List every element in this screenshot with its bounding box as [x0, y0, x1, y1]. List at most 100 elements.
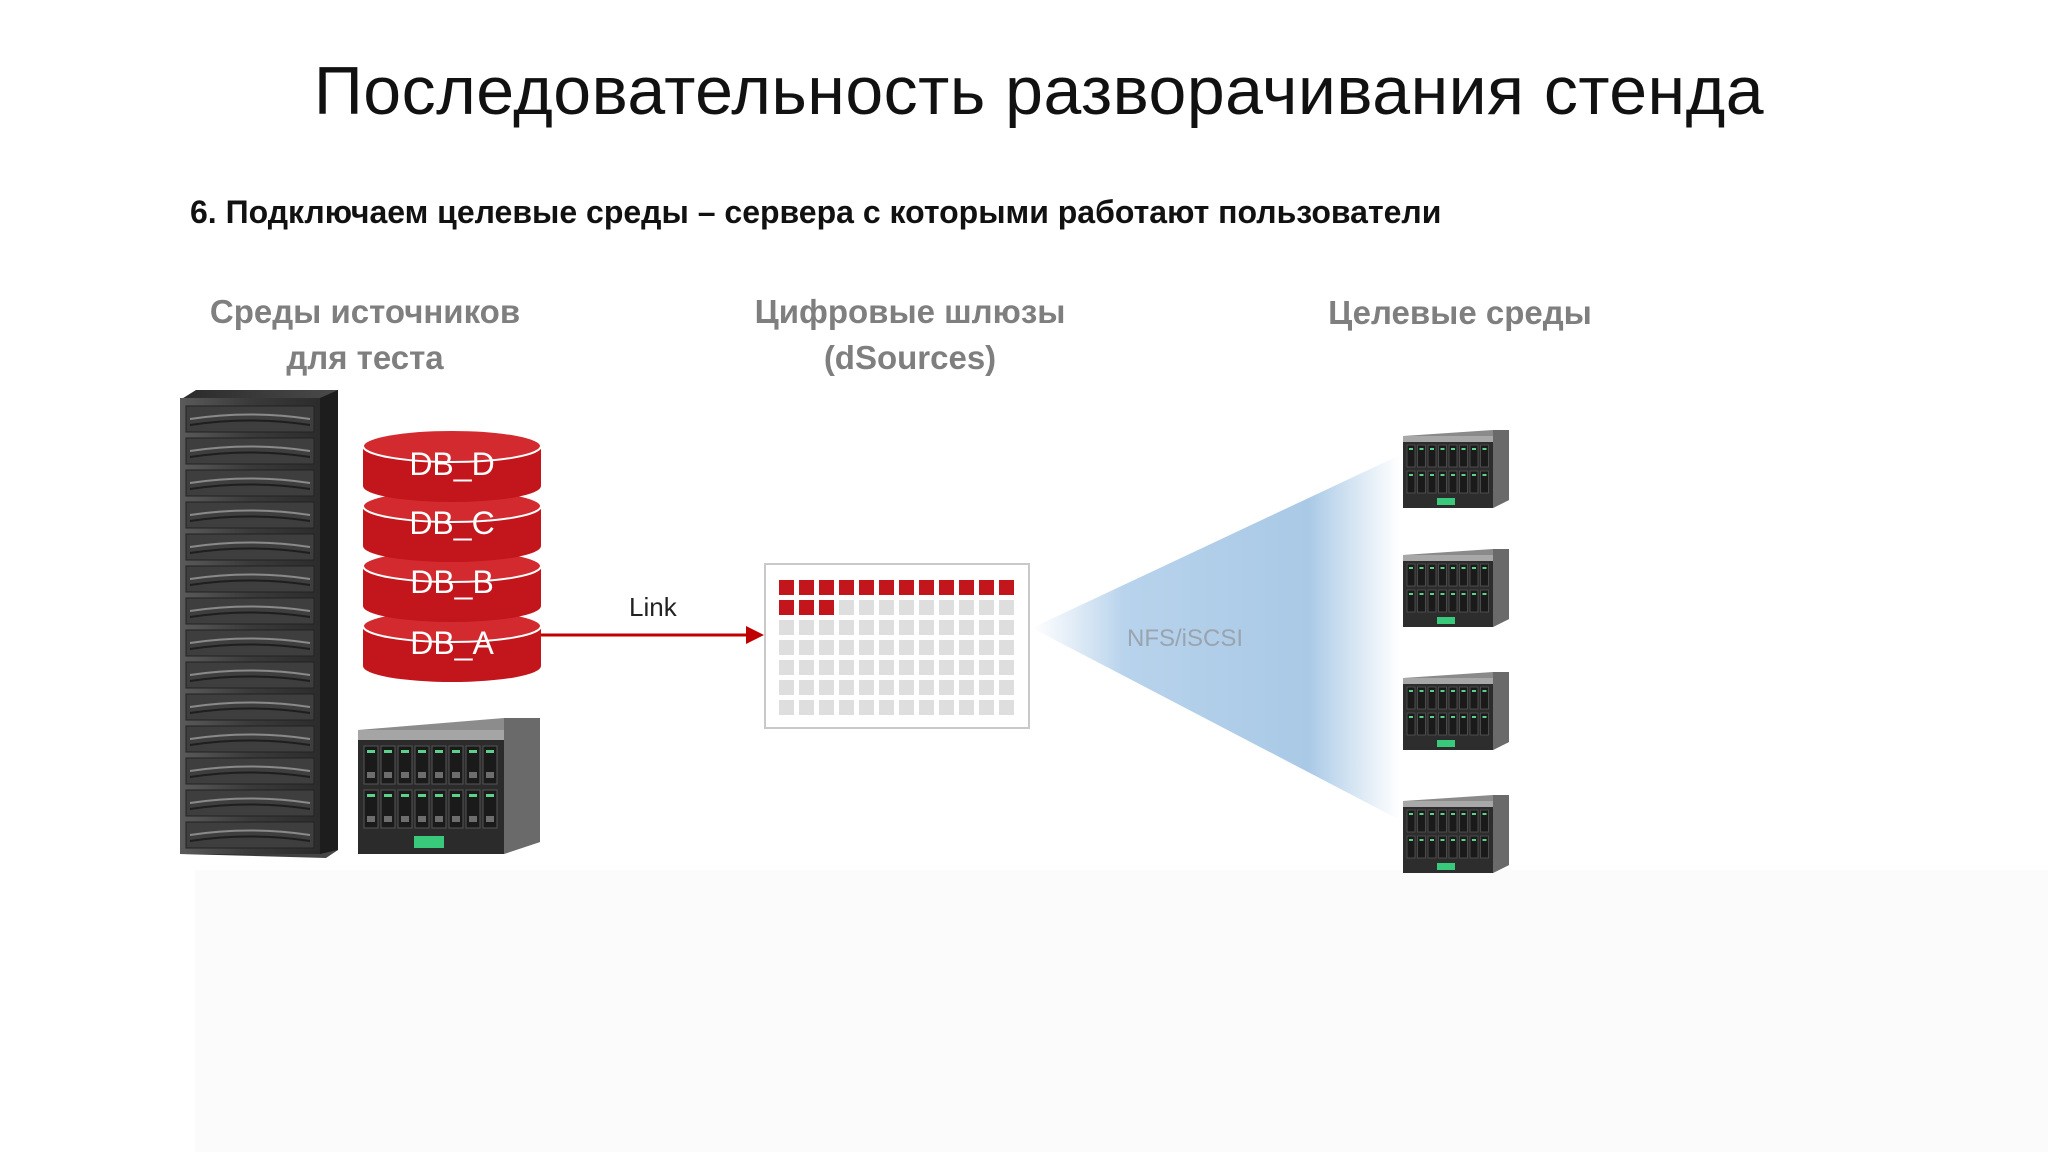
dsource-cell	[839, 660, 854, 675]
dsource-cell	[799, 600, 814, 615]
rack-units	[185, 405, 315, 849]
dsource-cell	[839, 600, 854, 615]
dsource-gateway	[764, 563, 1030, 729]
dsource-cell	[819, 680, 834, 695]
dsource-cell	[819, 620, 834, 635]
dsource-cell	[879, 680, 894, 695]
dsource-cell	[979, 600, 994, 615]
dsource-cell	[999, 680, 1014, 695]
dsource-cell	[859, 640, 874, 655]
dsource-cell	[819, 600, 834, 615]
dsource-cell	[859, 600, 874, 615]
dsource-cell	[999, 640, 1014, 655]
sources-heading-line2: для теста	[286, 339, 444, 376]
dsource-cell	[919, 700, 934, 715]
dsource-cell	[939, 600, 954, 615]
dsource-cell	[999, 660, 1014, 675]
dsource-cell	[859, 700, 874, 715]
target-server-icon	[1403, 672, 1509, 750]
dsource-cell	[779, 640, 794, 655]
dsource-cell	[879, 660, 894, 675]
dsource-cell	[919, 660, 934, 675]
dsource-cell	[899, 700, 914, 715]
dsource-cell	[819, 580, 834, 595]
slide-subtitle: 6. Подключаем целевые среды – сервера с …	[190, 194, 1442, 230]
dsource-cell	[879, 580, 894, 595]
dsource-cell	[979, 660, 994, 675]
dsource-cell	[799, 660, 814, 675]
sources-heading-line1: Среды источников	[209, 293, 521, 330]
dsource-cell	[959, 640, 974, 655]
dsource-cell	[919, 600, 934, 615]
dsource-cell	[959, 660, 974, 675]
link-label: Link	[629, 592, 677, 622]
dsource-cell	[939, 620, 954, 635]
dsource-cell	[959, 580, 974, 595]
dsource-cell	[799, 580, 814, 595]
dsource-cell	[819, 640, 834, 655]
target-server-icon	[1403, 795, 1509, 873]
dsource-cell	[939, 660, 954, 675]
dsource-cell	[839, 620, 854, 635]
dsource-cell	[939, 700, 954, 715]
dsource-cell	[859, 620, 874, 635]
dsource-cell	[899, 640, 914, 655]
dsource-cell	[819, 700, 834, 715]
gateways-heading: Цифровые шлюзы (dSources)	[735, 289, 1085, 381]
dsource-cell	[879, 640, 894, 655]
dsource-cell	[859, 580, 874, 595]
dsource-cell	[879, 620, 894, 635]
dsource-cell	[839, 580, 854, 595]
dsource-cell	[779, 680, 794, 695]
targets-heading-line1: Целевые среды	[1328, 294, 1592, 331]
dsource-cell	[919, 580, 934, 595]
dsource-cell	[819, 660, 834, 675]
dsource-cell	[979, 620, 994, 635]
dsource-cell	[879, 600, 894, 615]
dsource-cell	[839, 640, 854, 655]
dsource-cell	[919, 680, 934, 695]
dsource-cell	[979, 580, 994, 595]
gateways-heading-line2: (dSources)	[823, 339, 997, 376]
dsource-cell	[799, 620, 814, 635]
dsource-cell	[979, 640, 994, 655]
dsource-cell	[959, 680, 974, 695]
dsource-cell	[999, 620, 1014, 635]
dsource-cell	[899, 620, 914, 635]
dsource-cell	[779, 700, 794, 715]
gateways-heading-line1: Цифровые шлюзы	[754, 293, 1066, 330]
dsource-cell	[899, 660, 914, 675]
dsource-cell	[919, 640, 934, 655]
dsource-cell	[859, 680, 874, 695]
dsource-cell	[999, 600, 1014, 615]
dsource-cell	[859, 660, 874, 675]
storage-rack-icon	[180, 390, 338, 858]
lower-background	[195, 870, 2048, 1152]
target-server-icon	[1403, 549, 1509, 627]
dsource-cell	[899, 680, 914, 695]
dsource-cell	[999, 700, 1014, 715]
dsource-cell	[999, 580, 1014, 595]
dsource-cell	[779, 580, 794, 595]
sources-heading: Среды источников для теста	[190, 289, 540, 381]
slide-title: Последовательность разворачивания стенда	[313, 53, 1765, 129]
blade-slots	[363, 745, 498, 829]
dsource-cell	[939, 640, 954, 655]
dsource-cell	[959, 700, 974, 715]
dsource-cell	[879, 700, 894, 715]
protocol-label: NFS/iSCSI	[1127, 625, 1244, 652]
dsource-cell	[959, 600, 974, 615]
dsource-cell	[799, 700, 814, 715]
blade-server-icon	[358, 718, 540, 854]
dsource-cell	[839, 680, 854, 695]
dsource-cell	[779, 600, 794, 615]
targets-heading: Целевые среды	[1285, 290, 1635, 336]
dsource-cell	[799, 640, 814, 655]
dsource-cell	[839, 700, 854, 715]
dsource-cell	[979, 700, 994, 715]
dsource-cell	[779, 620, 794, 635]
